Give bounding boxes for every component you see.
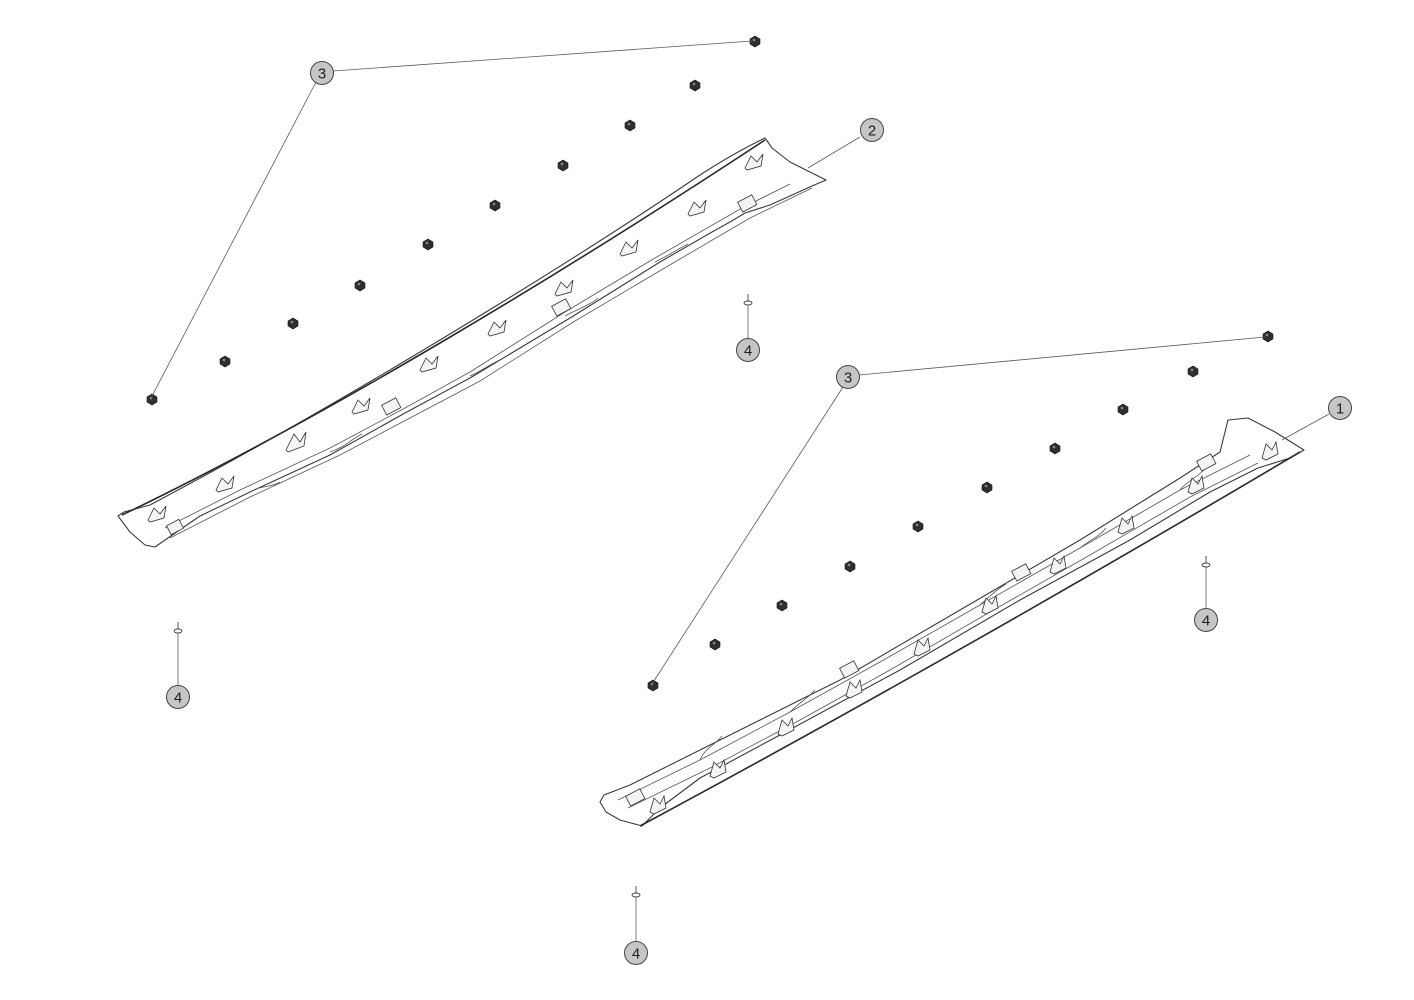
mount-blocks-part-2: [165, 194, 758, 536]
callout-3-right-label: 3: [844, 370, 852, 387]
callout-3-top-label: 3: [318, 66, 326, 83]
bolt-right: [1201, 556, 1211, 608]
callout-4-mid: 4: [736, 338, 760, 362]
callout-4-left-label: 4: [174, 690, 182, 707]
callout-4-bottom-label: 4: [632, 946, 640, 963]
clip-brackets-part-2: [147, 153, 764, 523]
clip-nuts-lower: [647, 330, 1274, 692]
callout-4-mid-label: 4: [744, 343, 752, 360]
callout-1: 1: [1328, 396, 1352, 420]
sill-panel-2: [117, 137, 827, 548]
callout-2: 2: [860, 118, 884, 142]
callout-2-label: 2: [868, 123, 876, 140]
callout-4-bottom: 4: [624, 941, 648, 965]
bolt-bottom: [631, 886, 641, 941]
leader-lines: [150, 40, 1330, 685]
callout-3-right: 3: [836, 365, 860, 389]
callout-1-label: 1: [1336, 401, 1344, 418]
clip-brackets-part-1: [649, 440, 1279, 815]
bolt-mid: [743, 294, 753, 339]
callout-4-right-label: 4: [1202, 613, 1210, 630]
callout-3-top: 3: [310, 61, 334, 85]
clip-nuts-upper: [146, 35, 761, 406]
callout-4-left: 4: [166, 685, 190, 709]
callout-4-right: 4: [1194, 608, 1218, 632]
mount-blocks-part-1: [625, 453, 1217, 807]
bolt-left: [173, 622, 183, 685]
sill-panel-1: [599, 417, 1305, 827]
